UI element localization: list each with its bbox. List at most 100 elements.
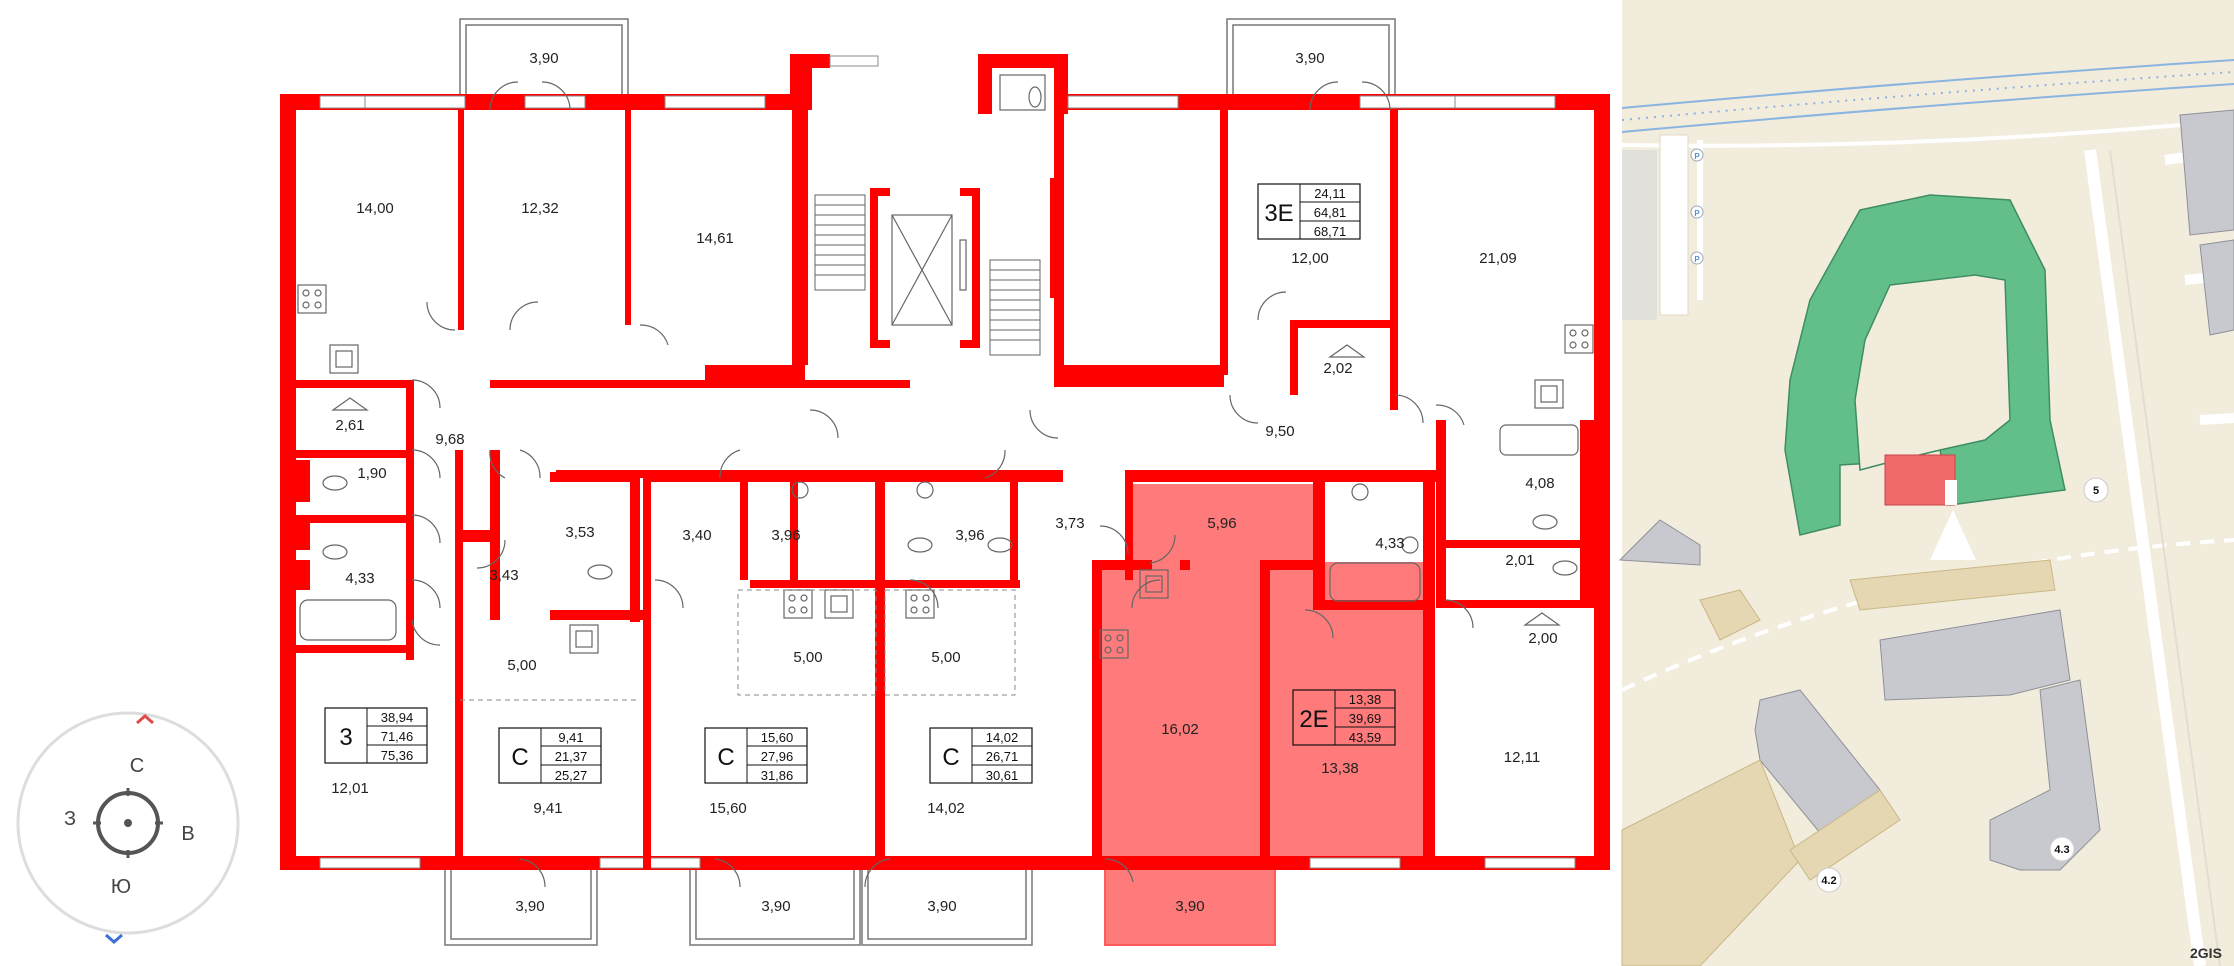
svg-text:P: P — [1694, 209, 1700, 218]
parking-icon: P P P — [1690, 148, 1704, 265]
kitchen-zone-outlines — [460, 589, 1016, 701]
room-area: 12,01 — [331, 780, 369, 797]
room-area: 16,02 — [1161, 721, 1199, 738]
chevron-down-icon[interactable] — [105, 933, 123, 944]
apartment-info-s3[interactable]: С 14,02 26,71 30,61 — [929, 727, 1033, 784]
room-area: 14,02 — [927, 800, 965, 817]
apartment-living-area: 14,02 — [986, 730, 1019, 745]
room-area: 15,60 — [709, 800, 747, 817]
room-area: 14,61 — [696, 230, 734, 247]
room-area: 3,43 — [489, 567, 518, 584]
apartment-living-area: 38,94 — [381, 710, 414, 725]
apartment-total-area-with-balcony: 68,71 — [1314, 224, 1347, 239]
building-number: 5 — [2093, 485, 2099, 497]
svg-text:P: P — [1694, 152, 1700, 161]
room-area: 3,90 — [927, 898, 956, 915]
room-area: 5,96 — [1207, 515, 1236, 532]
compass-east: В — [181, 823, 194, 845]
building-label[interactable]: 5 — [2083, 477, 2109, 503]
doors — [411, 81, 1474, 888]
room-area: 12,00 — [1291, 250, 1329, 267]
apartment-info-3[interactable]: 3 38,94 71,46 75,36 — [324, 707, 428, 764]
apartment-total-area: 26,71 — [986, 749, 1019, 764]
room-area: 3,53 — [565, 524, 594, 541]
apartment-total-area: 39,69 — [1349, 711, 1382, 726]
room-area: 5,00 — [793, 649, 822, 666]
room-area-labels: 14,00 12,32 14,61 3,90 3,90 12,00 21,09 … — [331, 50, 1557, 915]
room-area: 3,96 — [955, 527, 984, 544]
toilet-fixtures — [322, 475, 1578, 580]
compass-south: Ю — [111, 876, 131, 898]
apartment-total-area-with-balcony: 25,27 — [555, 768, 588, 783]
apartment-info-2e[interactable]: 2Е 13,38 39,69 43,59 — [1292, 689, 1396, 746]
apartment-code: 3Е — [1264, 200, 1293, 227]
compass-north: С — [130, 755, 144, 777]
building-number: 4.2 — [1821, 875, 1836, 887]
apartment-code: С — [717, 744, 734, 771]
room-area: 9,68 — [435, 431, 464, 448]
room-area: 13,38 — [1321, 760, 1359, 777]
apartment-total-area: 64,81 — [1314, 205, 1347, 220]
room-area: 3,90 — [1175, 898, 1204, 915]
apartment-total-area-with-balcony: 43,59 — [1349, 730, 1382, 745]
room-area: 2,01 — [1505, 552, 1534, 569]
apartment-living-area: 24,11 — [1314, 186, 1346, 201]
chevron-up-icon[interactable] — [136, 714, 154, 725]
interior-walls — [293, 110, 1596, 870]
apartment-living-area: 13,38 — [1349, 692, 1382, 707]
room-area: 4,33 — [345, 570, 374, 587]
room-area: 1,90 — [357, 465, 386, 482]
room-area: 12,11 — [1504, 749, 1540, 766]
room-area: 9,41 — [533, 800, 562, 817]
room-area: 3,90 — [761, 898, 790, 915]
apartment-living-area: 15,60 — [761, 730, 794, 745]
building-label[interactable]: 4.2 — [1816, 867, 1842, 893]
apartment-total-area-with-balcony: 30,61 — [986, 768, 1019, 783]
apartment-info-3e[interactable]: 3Е 24,11 64,81 68,71 — [1257, 183, 1361, 240]
room-area: 5,00 — [507, 657, 536, 674]
svg-text:P: P — [1694, 255, 1700, 264]
location-map[interactable]: 5 4.2 4.3 P P P 2GIS — [1618, 0, 2234, 966]
stove-icon — [297, 284, 1594, 659]
apartment-info-s1[interactable]: С 9,41 21,37 25,27 — [498, 727, 602, 784]
map-brand-logo: 2GIS — [2190, 945, 2222, 961]
apartment-total-area-with-balcony: 31,86 — [761, 768, 794, 783]
apartment-code: 2Е — [1299, 706, 1328, 733]
building-number: 4.3 — [2054, 844, 2069, 856]
compass[interactable]: С Ю З В — [16, 711, 240, 944]
apartment-code: С — [942, 744, 959, 771]
room-area: 12,32 — [521, 200, 559, 217]
room-area: 3,96 — [771, 527, 800, 544]
apartment-code: 3 — [339, 724, 352, 751]
room-area: 2,02 — [1323, 360, 1352, 377]
apartment-total-area: 27,96 — [761, 749, 794, 764]
apartment-total-area-with-balcony: 75,36 — [381, 748, 414, 763]
room-area: 3,90 — [529, 50, 558, 67]
room-area: 3,90 — [1295, 50, 1324, 67]
room-area: 5,00 — [931, 649, 960, 666]
room-area: 3,73 — [1055, 515, 1084, 532]
toilet-icon — [999, 74, 1046, 111]
staircase — [814, 194, 1041, 356]
apartment-info-s2[interactable]: С 15,60 27,96 31,86 — [704, 727, 808, 784]
compass-west: З — [64, 808, 76, 830]
room-area: 4,08 — [1525, 475, 1554, 492]
apartment-code: С — [511, 744, 528, 771]
hanger-icon — [331, 344, 1561, 626]
bathtub-icon — [299, 424, 1579, 641]
room-area: 4,33 — [1375, 535, 1404, 552]
apartment-total-area: 21,37 — [555, 749, 588, 764]
room-area: 3,40 — [682, 527, 711, 544]
sink-icon — [329, 344, 1564, 654]
room-area: 9,50 — [1265, 423, 1294, 440]
apartment-total-area: 71,46 — [381, 729, 414, 744]
elevator-icon — [891, 214, 967, 326]
building-label[interactable]: 4.3 — [2049, 836, 2075, 862]
apartment-living-area: 9,41 — [558, 730, 583, 745]
room-area: 2,61 — [335, 417, 364, 434]
room-area: 14,00 — [356, 200, 394, 217]
room-area: 21,09 — [1479, 250, 1517, 267]
room-area: 2,00 — [1528, 630, 1557, 647]
room-area: 3,90 — [515, 898, 544, 915]
